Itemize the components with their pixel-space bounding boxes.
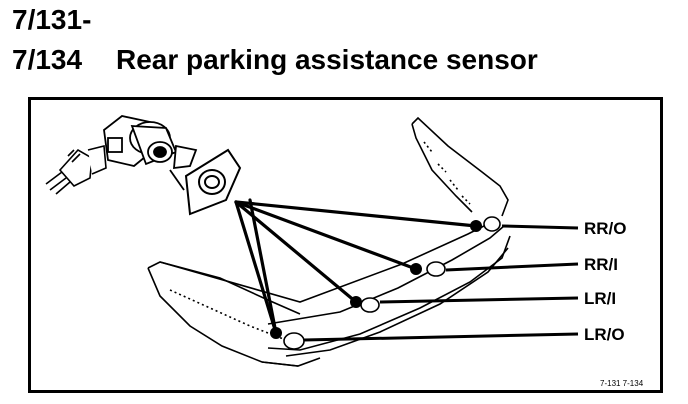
range-end-code: 7/134 xyxy=(12,44,83,75)
sensor-body-illustration xyxy=(103,115,198,191)
label-lr-i: LR/I xyxy=(584,289,616,308)
bumper-sensor-housings xyxy=(283,216,501,350)
leader-rr-i xyxy=(445,262,579,272)
page-title: Rear parking assistance sensor xyxy=(116,44,538,75)
sensor-dot-lr-o xyxy=(270,327,282,339)
sensor-dot-rr-i xyxy=(410,263,422,275)
leader-lr-i xyxy=(379,296,579,304)
range-start-heading: 7/131- xyxy=(12,4,92,35)
label-rr-i: RR/I xyxy=(584,255,618,274)
mounting-ring-illustration xyxy=(184,148,242,216)
label-lr-o: LR/O xyxy=(584,325,625,344)
leader-rr-o xyxy=(501,224,579,230)
figure-frame xyxy=(28,97,663,393)
label-leader-lines xyxy=(303,224,579,342)
pointer-lines xyxy=(234,198,478,335)
leader-lr-o xyxy=(303,332,579,342)
sensor-dot-rr-o xyxy=(470,220,482,232)
rear-bumper-illustration xyxy=(147,116,511,367)
title-heading: 7/134 Rear parking assistance sensor xyxy=(12,46,538,74)
sensor-dot-lr-i xyxy=(350,296,362,308)
sensor-dots xyxy=(270,220,482,339)
figure-reference: 7-131 7-134 xyxy=(600,379,644,388)
connector-plug-illustration xyxy=(45,144,107,195)
label-rr-o: RR/O xyxy=(584,219,627,238)
